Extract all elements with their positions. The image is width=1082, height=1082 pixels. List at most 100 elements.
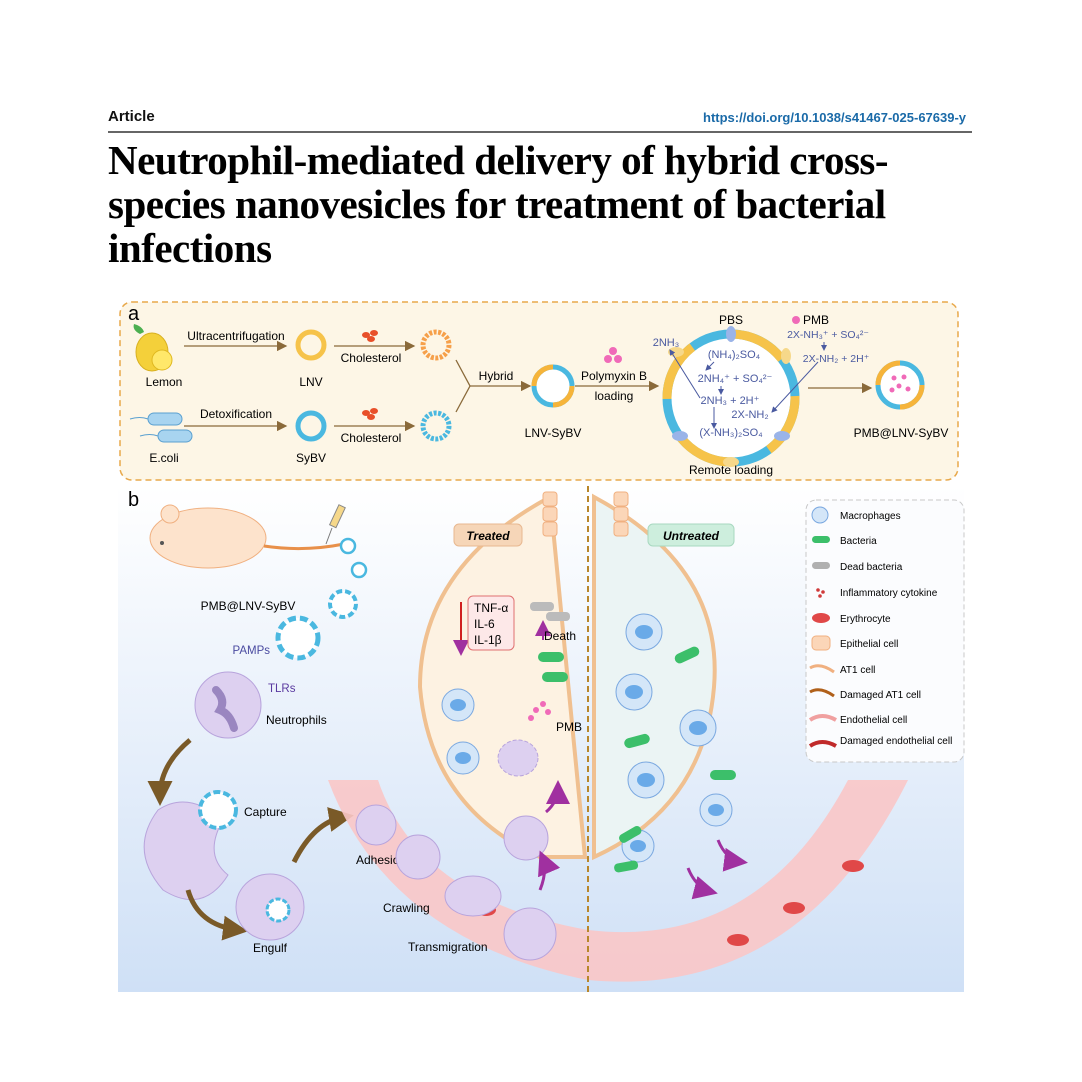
neutrophil-capture-icon xyxy=(143,790,238,901)
arrow-pmb-influx xyxy=(771,361,819,413)
pamps-label: PAMPs xyxy=(233,645,271,657)
step-label-adhesion: Adhesion xyxy=(356,853,406,867)
treated-tag xyxy=(453,523,523,547)
arrow-nh3-escape xyxy=(669,349,701,399)
panel-b-label: b xyxy=(128,489,139,511)
remote-loading-vesicle-icon xyxy=(662,326,800,467)
dead-bacteria-icon xyxy=(546,612,570,621)
legend-erythrocyte-icon xyxy=(812,613,830,623)
lemon-icon xyxy=(133,324,173,372)
header-divider xyxy=(108,131,972,133)
vesicle-icon xyxy=(328,589,358,619)
erythrocyte-icon xyxy=(783,902,805,914)
alveolus-untreated xyxy=(592,493,717,861)
panel-b: b PMB@LNV-SyBV PAMPs TLRs Neutrophils xyxy=(118,486,965,992)
cytokine-3: IL-1β xyxy=(474,633,502,647)
lnv-vesicle-icon xyxy=(295,329,327,361)
outer-reaction-1: 2X-NH₃⁺ + SO₄²⁻ xyxy=(787,329,869,341)
erythrocyte-icon xyxy=(842,860,864,872)
step-label-neutrophils: Neutrophils xyxy=(266,713,327,727)
legend-epithelial-icon xyxy=(811,635,831,651)
additive-label-1: Cholesterol xyxy=(341,351,402,365)
panel-a: a Lemon E.coli Ultracentrifugation Detox… xyxy=(119,301,959,481)
lnv-cholesterol-vesicle-icon xyxy=(420,329,452,361)
pmb-label: PMB xyxy=(556,720,582,734)
death-label: Death xyxy=(544,629,576,643)
process-label-detoxification: Detoxification xyxy=(200,407,272,421)
chem-step-3: 2NH₃ + 2H⁺ xyxy=(701,395,760,407)
legend-damaged-endothelial-icon xyxy=(808,740,837,748)
erythrocyte-icon xyxy=(727,934,749,946)
pmb-dots-icon xyxy=(604,347,622,363)
cholesterol-icon xyxy=(362,408,378,420)
legend-item: Inflammatory cytokine xyxy=(840,588,938,599)
legend-item: Endothelial cell xyxy=(840,715,907,726)
section-label: Article xyxy=(108,108,155,125)
injected-label: PMB@LNV-SyBV xyxy=(201,599,296,613)
tlrs-label: TLRs xyxy=(268,683,296,695)
bacteria-icon xyxy=(538,652,564,662)
chem-step-1: (NH₄)₂SO₄ xyxy=(708,349,761,361)
escape-label: 2NH₃ xyxy=(653,337,680,349)
source-label-lemon: Lemon xyxy=(146,375,183,389)
macrophage-icon xyxy=(446,741,480,775)
legend-item: Damaged AT1 cell xyxy=(840,690,921,701)
legend-cytokine-icon xyxy=(816,588,825,598)
cytokine-leak-arrow xyxy=(686,867,718,900)
arrow-transmigration-up xyxy=(538,850,561,891)
legend-bacteria-icon xyxy=(812,536,830,543)
legend-frame xyxy=(805,499,965,763)
vesicle-label-lnv: LNV xyxy=(299,375,322,389)
legend-macrophage-icon xyxy=(811,506,829,524)
legend-item: Damaged endothelial cell xyxy=(840,736,952,747)
sybv-vesicle-icon xyxy=(295,410,327,442)
vesicle-icon xyxy=(339,537,357,555)
legend-item: Bacteria xyxy=(840,536,877,547)
vesicle-label-sybv: SyBV xyxy=(296,451,326,465)
neutrophil-migrating-icons xyxy=(355,804,557,961)
pmb-legend-label: PMB xyxy=(803,313,829,327)
legend-endothelial-icon xyxy=(808,714,837,722)
legend-item: Erythrocyte xyxy=(840,614,891,625)
outer-reaction-2: 2X-NH₂ + 2H⁺ xyxy=(803,353,870,365)
cytokine-box xyxy=(467,595,515,651)
step-label-crawling: Crawling xyxy=(383,901,430,915)
hybrid-vesicle-label: LNV-SyBV xyxy=(525,426,582,440)
source-label-ecoli: E.coli xyxy=(149,451,178,465)
arrow-to-engulf xyxy=(185,889,248,941)
blood-vessel xyxy=(328,780,908,982)
step-label-engulf: Engulf xyxy=(253,941,288,955)
doi-link[interactable]: https://doi.org/10.1038/s41467-025-67639… xyxy=(703,110,967,125)
cholesterol-icon xyxy=(362,330,378,342)
legend-at1-icon xyxy=(809,664,835,674)
article-title: Neutrophil-mediated delivery of hybrid c… xyxy=(108,137,889,271)
untreated-bacteria xyxy=(614,646,736,873)
pmb-particles xyxy=(528,701,551,721)
process-label-ultracentrifugation: Ultracentrifugation xyxy=(187,329,284,343)
ecoli-icon xyxy=(129,412,193,443)
cytokine-1: TNF-α xyxy=(474,601,508,615)
chem-step-4: 2X-NH₂ xyxy=(731,409,768,421)
legend-item: AT1 cell xyxy=(840,665,875,676)
neutrophil-burst-icon xyxy=(497,739,539,777)
step-label-transmigration: Transmigration xyxy=(408,940,488,954)
chem-step-2: 2NH₄⁺ + SO₄²⁻ xyxy=(698,373,773,385)
lnv-sybv-vesicle-icon xyxy=(531,364,575,408)
legend: Macrophages Bacteria Dead bacteria Infla… xyxy=(805,499,965,763)
arrow-chem-1 xyxy=(705,361,715,371)
legend-damaged-at1-icon xyxy=(809,688,835,698)
mouse-icon xyxy=(149,504,345,569)
neutrophil-engulf-icon xyxy=(235,873,305,941)
product-label: PMB@LNV-SyBV xyxy=(854,426,949,440)
vesicle-icon xyxy=(350,561,368,579)
cytokine-2: IL-6 xyxy=(474,617,495,631)
untreated-tag-label: Untreated xyxy=(663,529,720,543)
untreated-tag xyxy=(647,523,735,547)
bacteria-icon xyxy=(542,672,568,682)
neutrophil-icon xyxy=(194,671,262,739)
treated-tag-label: Treated xyxy=(466,529,510,543)
legend-item: Epithelial cell xyxy=(840,639,898,650)
pmb-legend-dot xyxy=(792,316,800,324)
pmb-lnv-sybv-vesicle-icon xyxy=(875,360,925,410)
syringe-icon xyxy=(325,504,346,545)
